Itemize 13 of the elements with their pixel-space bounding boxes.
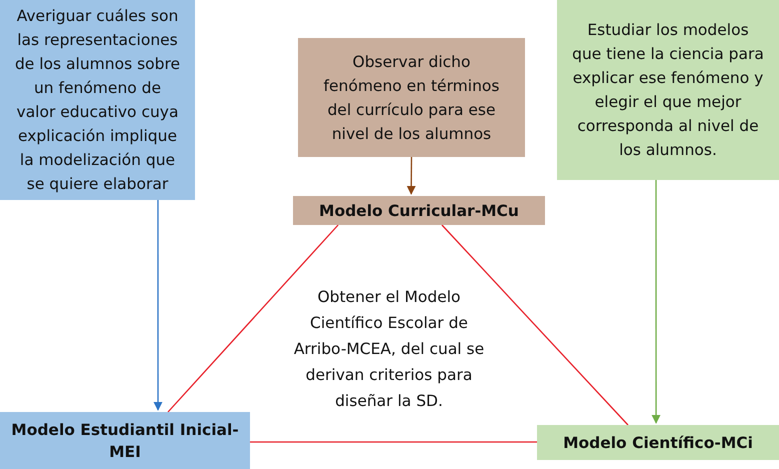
task-box: Estudiar los modelos que tiene la ciencia para explicar ese fenómeno y elegir el que mejor corresponda al nivel de los alumnos. — [557, 0, 779, 180]
task-box: Averiguar cuáles son las representaciones de los alumnos sobre un fenómeno de valor educativo cuya explicación implique la modelización que se quiere elaborar — [0, 0, 195, 200]
arrow — [406, 157, 416, 195]
model-box: Modelo Científico-MCi — [537, 425, 779, 460]
task-box: Observar dicho fenómeno en términos del currículo para ese nivel de los alumnos — [298, 38, 525, 157]
arrow — [652, 180, 661, 424]
connector-line — [250, 441, 537, 443]
model-box: Modelo Estudiantil Inicial-MEI — [0, 412, 250, 469]
arrow — [153, 200, 163, 411]
model-box: Modelo Curricular-MCu — [293, 196, 545, 225]
connector-line — [168, 224, 339, 412]
connector-line — [441, 224, 628, 426]
goal-text: Obtener el Modelo Científico Escolar de Arribo-MCEA, del cual se derivan criterios para diseñar la SD. — [292, 287, 486, 412]
